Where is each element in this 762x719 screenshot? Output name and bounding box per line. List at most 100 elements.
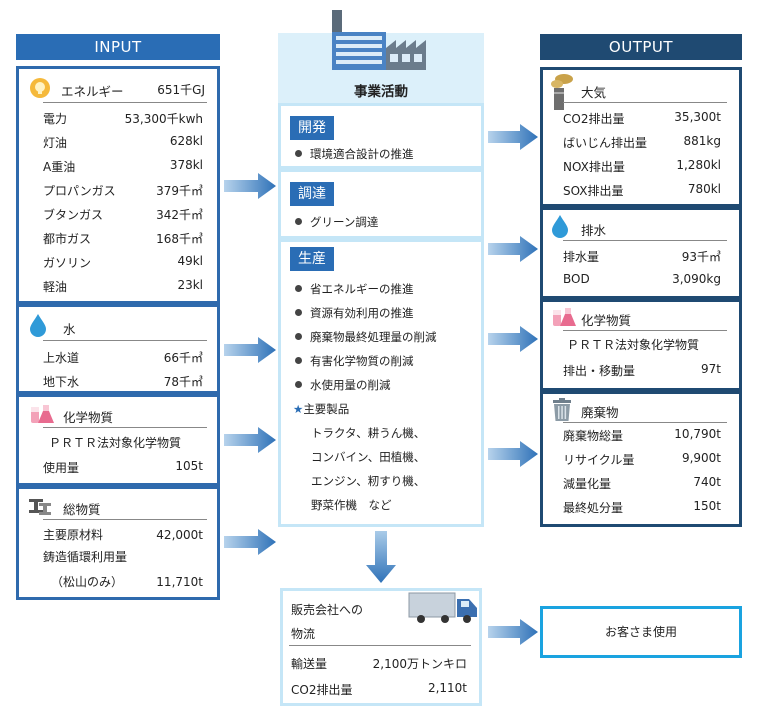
- chemical-out-row-name: 排出・移動量: [563, 364, 636, 378]
- logistics-box: 販売会社への 物流 輸送量 2,100万トンキロ CO2排出量 2,110t: [280, 588, 482, 706]
- energy-row-name: 軽油: [43, 280, 68, 294]
- divider: [563, 102, 727, 103]
- smoke-stack-icon: [551, 74, 573, 110]
- production-label: 生産: [290, 247, 334, 271]
- procure-box: 調達 グリーン調達: [278, 169, 484, 239]
- energy-label: エネルギー: [61, 84, 124, 99]
- right-arrow-icon: [488, 124, 538, 150]
- right-arrow-icon: [488, 236, 538, 262]
- energy-total: 651千GJ: [157, 83, 205, 97]
- water-row-value: 66千㎥: [163, 351, 203, 365]
- dev-item: 環境適合設計の推進: [295, 146, 414, 162]
- flask-icon: [553, 308, 576, 326]
- right-arrow-icon: [488, 326, 538, 352]
- energy-row-value: 378kl: [169, 158, 203, 172]
- production-item: 資源有効利用の推進: [295, 305, 414, 321]
- chemical-out-row-value: 97t: [701, 362, 721, 376]
- energy-row-name: A重油: [43, 160, 76, 174]
- air-row-name: ばいじん排出量: [563, 136, 648, 150]
- chemical-out-label: 化学物質: [581, 313, 632, 328]
- energy-row-name: 灯油: [43, 136, 68, 150]
- waste-label: 廃棄物: [581, 405, 619, 420]
- materials-row-name: （松山のみ）: [51, 575, 124, 589]
- divider: [43, 519, 207, 520]
- energy-row-value: 23kl: [177, 278, 203, 292]
- divider: [43, 340, 207, 341]
- air-row-name: SOX排出量: [563, 184, 624, 198]
- divider: [563, 330, 727, 331]
- right-arrow-icon: [224, 529, 276, 555]
- input-header: INPUT: [16, 34, 220, 60]
- right-arrow-icon: [224, 337, 276, 363]
- truck-icon: [408, 592, 477, 623]
- water-row-name: 上水道: [43, 351, 80, 365]
- production-item: 省エネルギーの推進: [295, 281, 414, 297]
- flask-icon: [31, 405, 54, 423]
- output-chemical-box: 化学物質 ＰＲＴＲ法対象化学物質 排出・移動量 97t: [540, 299, 742, 391]
- activity-title: 事業活動: [354, 84, 408, 100]
- energy-row-value: 53,300千kwh: [124, 112, 203, 126]
- energy-row-name: ブタンガス: [43, 208, 104, 222]
- energy-row-name: プロパンガス: [43, 184, 116, 198]
- waste-row-value: 10,790t: [674, 427, 721, 441]
- water-drop-icon: [552, 215, 568, 238]
- chemical-label: 化学物質: [63, 410, 114, 425]
- wastewater-row-value: 3,090kg: [672, 272, 721, 286]
- logistics-title: 物流: [291, 627, 316, 641]
- energy-row-value: 379千㎥: [156, 184, 203, 198]
- chemical-sub: ＰＲＴＲ法対象化学物質: [49, 436, 182, 450]
- air-row-name: NOX排出量: [563, 160, 625, 174]
- energy-row-value: 342千㎥: [156, 208, 203, 222]
- production-box: 生産 省エネルギーの推進 資源有効利用の推進 廃棄物最終処理量の削減 有害化学物…: [278, 239, 484, 527]
- energy-row-value: 49kl: [177, 254, 203, 268]
- divider: [289, 645, 471, 646]
- input-chemical-box: 化学物質 ＰＲＴＲ法対象化学物質 使用量 105t: [16, 394, 220, 486]
- materials-label: 総物質: [63, 502, 101, 517]
- water-row-name: 地下水: [43, 375, 80, 389]
- logistics-row-value: 2,100万トンキロ: [372, 657, 467, 671]
- product-line: エンジン、籾すり機、: [311, 474, 426, 488]
- lightbulb-icon: [30, 78, 50, 98]
- right-arrow-icon: [224, 427, 276, 453]
- right-arrow-icon: [488, 619, 538, 645]
- right-arrow-icon: [224, 173, 276, 199]
- logistics-title: 販売会社への: [291, 603, 364, 617]
- input-materials-box: 総物質 主要原材料 42,000t 鋳造循環利用量 （松山のみ） 11,710t: [16, 486, 220, 600]
- product-line: トラクタ、耕うん機、: [311, 426, 426, 440]
- dev-label: 開発: [290, 116, 334, 140]
- logistics-row-name: 輸送量: [291, 657, 328, 671]
- waste-row-value: 9,900t: [681, 451, 721, 465]
- procure-item: グリーン調達: [295, 214, 378, 230]
- production-item: 有害化学物質の削減: [295, 353, 414, 369]
- down-arrow-icon: [366, 531, 396, 583]
- divider: [43, 427, 207, 428]
- water-drop-icon: [30, 314, 46, 337]
- energy-row-name: 都市ガス: [43, 232, 92, 246]
- materials-row-name: 主要原材料: [43, 528, 104, 542]
- energy-row-name: ガソリン: [43, 256, 92, 270]
- water-label: 水: [63, 322, 76, 337]
- chemical-row-name: 使用量: [43, 461, 80, 475]
- wastewater-row-name: 排水量: [563, 250, 600, 264]
- air-row-value: 780kl: [687, 182, 721, 196]
- waste-row-name: 最終処分量: [563, 501, 624, 515]
- products-heading: ★主要製品: [293, 402, 350, 416]
- production-item: 水使用量の削減: [295, 377, 391, 393]
- output-header: OUTPUT: [540, 34, 742, 60]
- air-row-value: 1,280kl: [676, 158, 721, 172]
- factory-icon: [332, 10, 426, 70]
- steel-beam-icon: [29, 499, 51, 515]
- energy-row-name: 電力: [43, 112, 68, 126]
- wastewater-row-value: 93千㎥: [681, 250, 721, 264]
- procure-label: 調達: [290, 182, 334, 206]
- divider: [43, 102, 207, 103]
- divider: [563, 422, 727, 423]
- wastewater-row-name: BOD: [563, 272, 590, 286]
- output-wastewater-box: 排水 排水量 93千㎥ BOD 3,090kg: [540, 207, 742, 299]
- water-row-value: 78千㎥: [163, 375, 203, 389]
- materials-row-name: 鋳造循環利用量: [43, 550, 128, 564]
- waste-row-value: 740t: [693, 475, 721, 489]
- waste-row-name: 廃棄物総量: [563, 429, 624, 443]
